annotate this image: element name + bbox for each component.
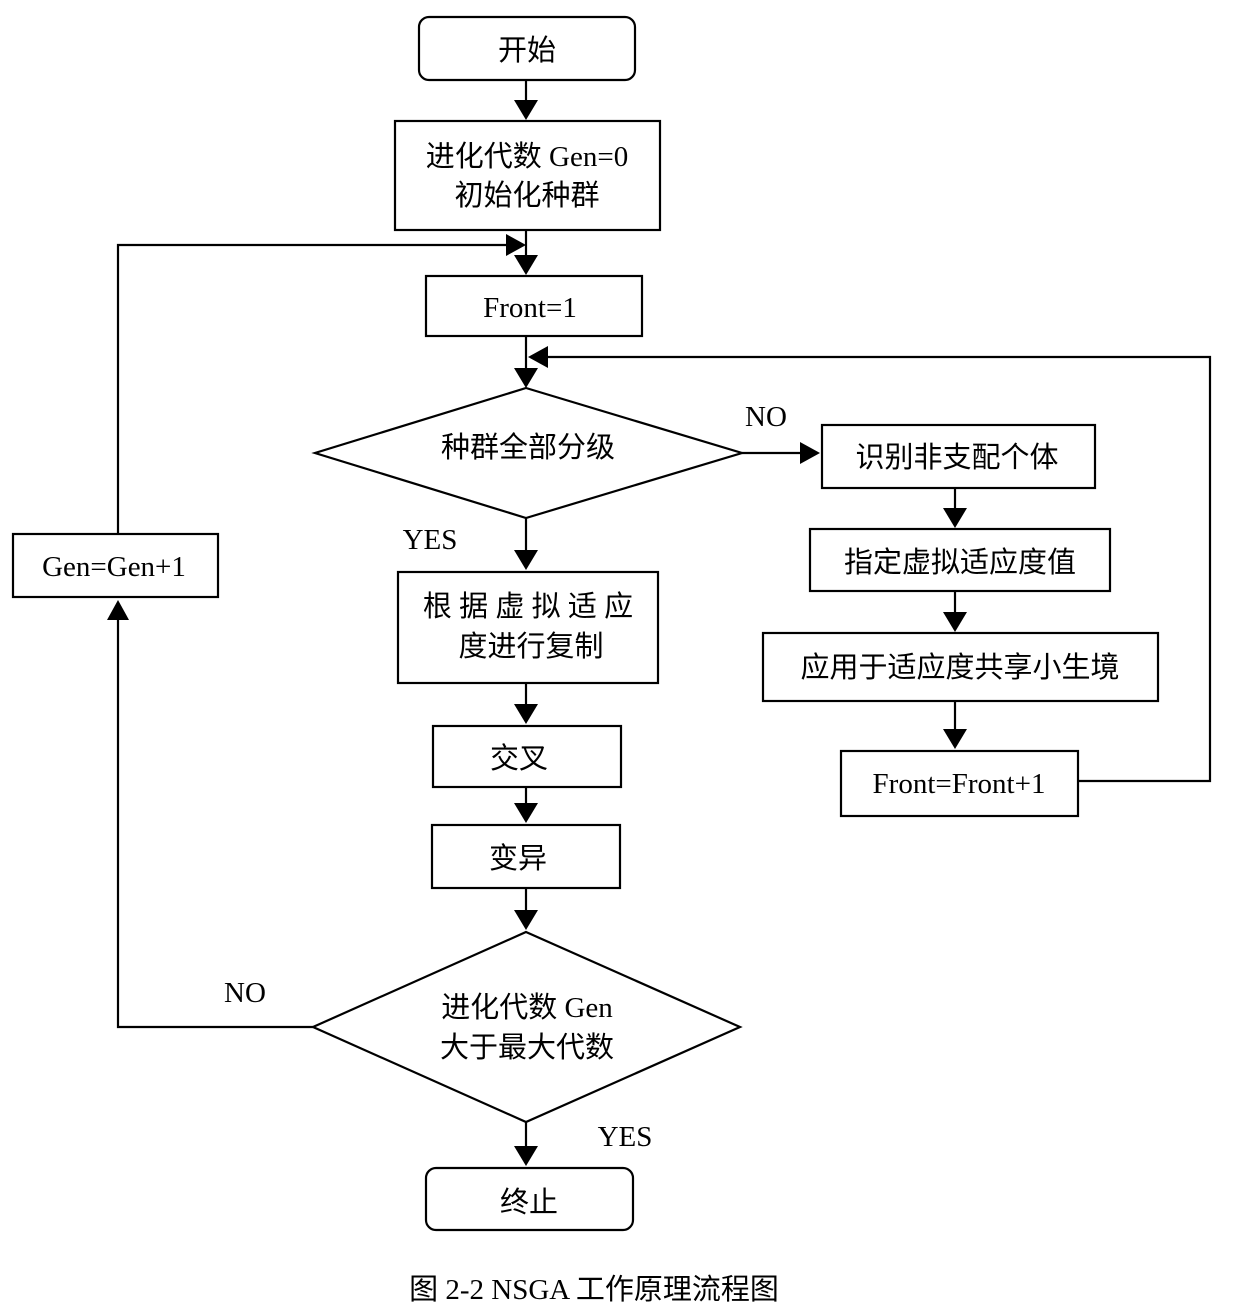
edge-gen-loop bbox=[116, 243, 506, 533]
front-init-label: Front=1 bbox=[483, 292, 577, 324]
node-sharing: 应用于适应度共享小生境 bbox=[761, 631, 1160, 703]
max-gen-line1: 进化代数 Gen bbox=[441, 991, 613, 1024]
arrowhead bbox=[514, 910, 538, 930]
arrowhead bbox=[514, 368, 538, 388]
arrowhead bbox=[514, 1146, 538, 1166]
init-box bbox=[393, 119, 662, 232]
node-assign: 指定虚拟适应度值 bbox=[808, 527, 1112, 593]
front-inc-box bbox=[839, 749, 1080, 818]
arrowhead bbox=[943, 508, 967, 528]
arrowhead bbox=[514, 100, 538, 120]
node-crossover: 交叉 bbox=[431, 724, 623, 789]
front-init-box bbox=[424, 274, 644, 338]
arrowhead bbox=[800, 442, 820, 464]
identify-box bbox=[820, 423, 1097, 490]
node-gen-inc: Gen=Gen+1 bbox=[11, 532, 220, 599]
arrowhead bbox=[514, 550, 538, 570]
crossover-label: 交叉 bbox=[490, 742, 548, 775]
node-max-gen: 进化代数 Gen 大于最大代数 bbox=[310, 930, 743, 1124]
identify-label: 识别非支配个体 bbox=[855, 441, 1058, 474]
start-terminal bbox=[417, 15, 637, 82]
classified-decision bbox=[311, 386, 746, 520]
node-replicate: 根 据 虚 拟 适 应 度进行复制 bbox=[396, 570, 660, 685]
node-end: 终止 bbox=[424, 1166, 635, 1232]
sharing-box bbox=[761, 631, 1160, 703]
end-terminal bbox=[424, 1166, 635, 1232]
connectors bbox=[107, 80, 1212, 1166]
max-gen-line2: 大于最大代数 bbox=[440, 1031, 614, 1064]
node-init: 进化代数 Gen=0 初始化种群 bbox=[393, 119, 662, 232]
node-front-init: Front=1 bbox=[424, 274, 644, 338]
edge-maxgen-no bbox=[116, 618, 313, 1029]
front-inc-label: Front=Front+1 bbox=[873, 768, 1046, 800]
arrowhead bbox=[514, 255, 538, 275]
assign-box bbox=[808, 527, 1112, 593]
mutation-box bbox=[430, 823, 622, 890]
arrowhead bbox=[514, 704, 538, 724]
end-label: 终止 bbox=[500, 1186, 558, 1219]
node-start: 开始 bbox=[417, 15, 637, 82]
arrowhead bbox=[107, 600, 129, 620]
mutation-label: 变异 bbox=[489, 842, 547, 875]
arrowhead bbox=[943, 729, 967, 749]
max-gen-decision bbox=[310, 930, 743, 1124]
max-gen-no-label: NO bbox=[224, 977, 266, 1009]
arrowhead bbox=[514, 803, 538, 823]
start-label: 开始 bbox=[498, 34, 556, 67]
assign-label: 指定虚拟适应度值 bbox=[844, 546, 1076, 579]
arrowhead bbox=[528, 346, 548, 368]
node-identify: 识别非支配个体 bbox=[820, 423, 1097, 490]
max-gen-yes-label: YES bbox=[598, 1121, 653, 1153]
figure-caption: 图 2-2 NSGA 工作原理流程图 bbox=[409, 1273, 779, 1306]
init-line1: 进化代数 Gen=0 bbox=[426, 140, 628, 173]
node-front-inc: Front=Front+1 bbox=[839, 749, 1080, 818]
replicate-box bbox=[396, 570, 660, 685]
init-line2: 初始化种群 bbox=[454, 179, 599, 212]
classified-label: 种群全部分级 bbox=[441, 431, 615, 464]
gen-inc-box bbox=[11, 532, 220, 599]
replicate-line1: 根 据 虚 拟 适 应 bbox=[423, 590, 633, 623]
classified-no-label: NO bbox=[745, 401, 787, 433]
sharing-label: 应用于适应度共享小生境 bbox=[800, 651, 1119, 684]
node-mutation: 变异 bbox=[430, 823, 622, 890]
gen-inc-label: Gen=Gen+1 bbox=[42, 551, 186, 583]
arrowhead bbox=[506, 234, 526, 256]
arrowhead bbox=[943, 612, 967, 632]
edge-front-loop bbox=[548, 355, 1212, 783]
crossover-box bbox=[431, 724, 623, 789]
classified-yes-label: YES bbox=[403, 524, 458, 556]
replicate-line2: 度进行复制 bbox=[458, 630, 603, 663]
node-classified: 种群全部分级 bbox=[311, 386, 746, 520]
